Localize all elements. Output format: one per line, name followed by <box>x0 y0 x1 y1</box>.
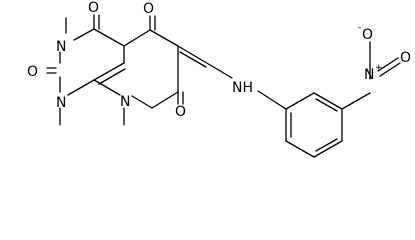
atom-nitro-n: N <box>364 67 374 83</box>
bonds <box>46 14 401 158</box>
bond-nitro-o <box>377 57 399 72</box>
atom-labels: O O N O N N O NH O - N + O <box>27 0 411 120</box>
bond-ph-2 <box>285 140 315 158</box>
charge-minus: - <box>358 23 361 33</box>
bond-nh-phenyl <box>257 90 287 110</box>
bond-c6-ch-2 <box>179 51 207 68</box>
bond-ph-inner-2 <box>315 138 338 152</box>
atom-nitro-o-minus: O <box>362 27 373 43</box>
bond-c4a-c5 <box>123 29 151 47</box>
atom-n3: N <box>56 39 66 55</box>
atom-o-c5: O <box>143 1 154 17</box>
atom-n8: N <box>120 94 130 110</box>
bond-ph-nitro <box>341 92 371 110</box>
structure-svg: O O N O N N O NH O - N + O <box>27 0 411 158</box>
atom-n1: N <box>56 95 66 111</box>
bond-ph-inner-3 <box>315 98 338 112</box>
atom-o-c2: O <box>27 64 38 80</box>
bond-c8a-n8 <box>93 79 121 96</box>
atom-o-c4: O <box>88 0 99 16</box>
bond-ph-6 <box>285 92 315 110</box>
atom-nh: NH <box>232 80 253 96</box>
bond-n1-c8a <box>67 79 95 96</box>
bond-c8a-c4a <box>93 62 125 81</box>
charge-plus: + <box>375 63 383 73</box>
bond-ph-5 <box>313 92 343 110</box>
bond-c8a-c4a-2 <box>98 68 126 85</box>
bond-ph-3 <box>313 140 343 158</box>
bond-n3-c4 <box>73 28 95 41</box>
bond-ch-nh <box>204 61 233 79</box>
molecule-diagram: O O N O N N O NH O - N + O <box>27 0 411 158</box>
atom-nitro-o: O <box>400 50 411 66</box>
bond-n8-c7 <box>131 95 153 109</box>
bond-nitro-o-2 <box>379 62 401 77</box>
bond-c5-c6 <box>149 29 179 47</box>
atom-o-c7: O <box>175 104 186 120</box>
bond-c6-ch <box>177 45 206 63</box>
bond-c4-c4a <box>93 28 125 47</box>
bond-c7-c6 <box>151 91 179 109</box>
